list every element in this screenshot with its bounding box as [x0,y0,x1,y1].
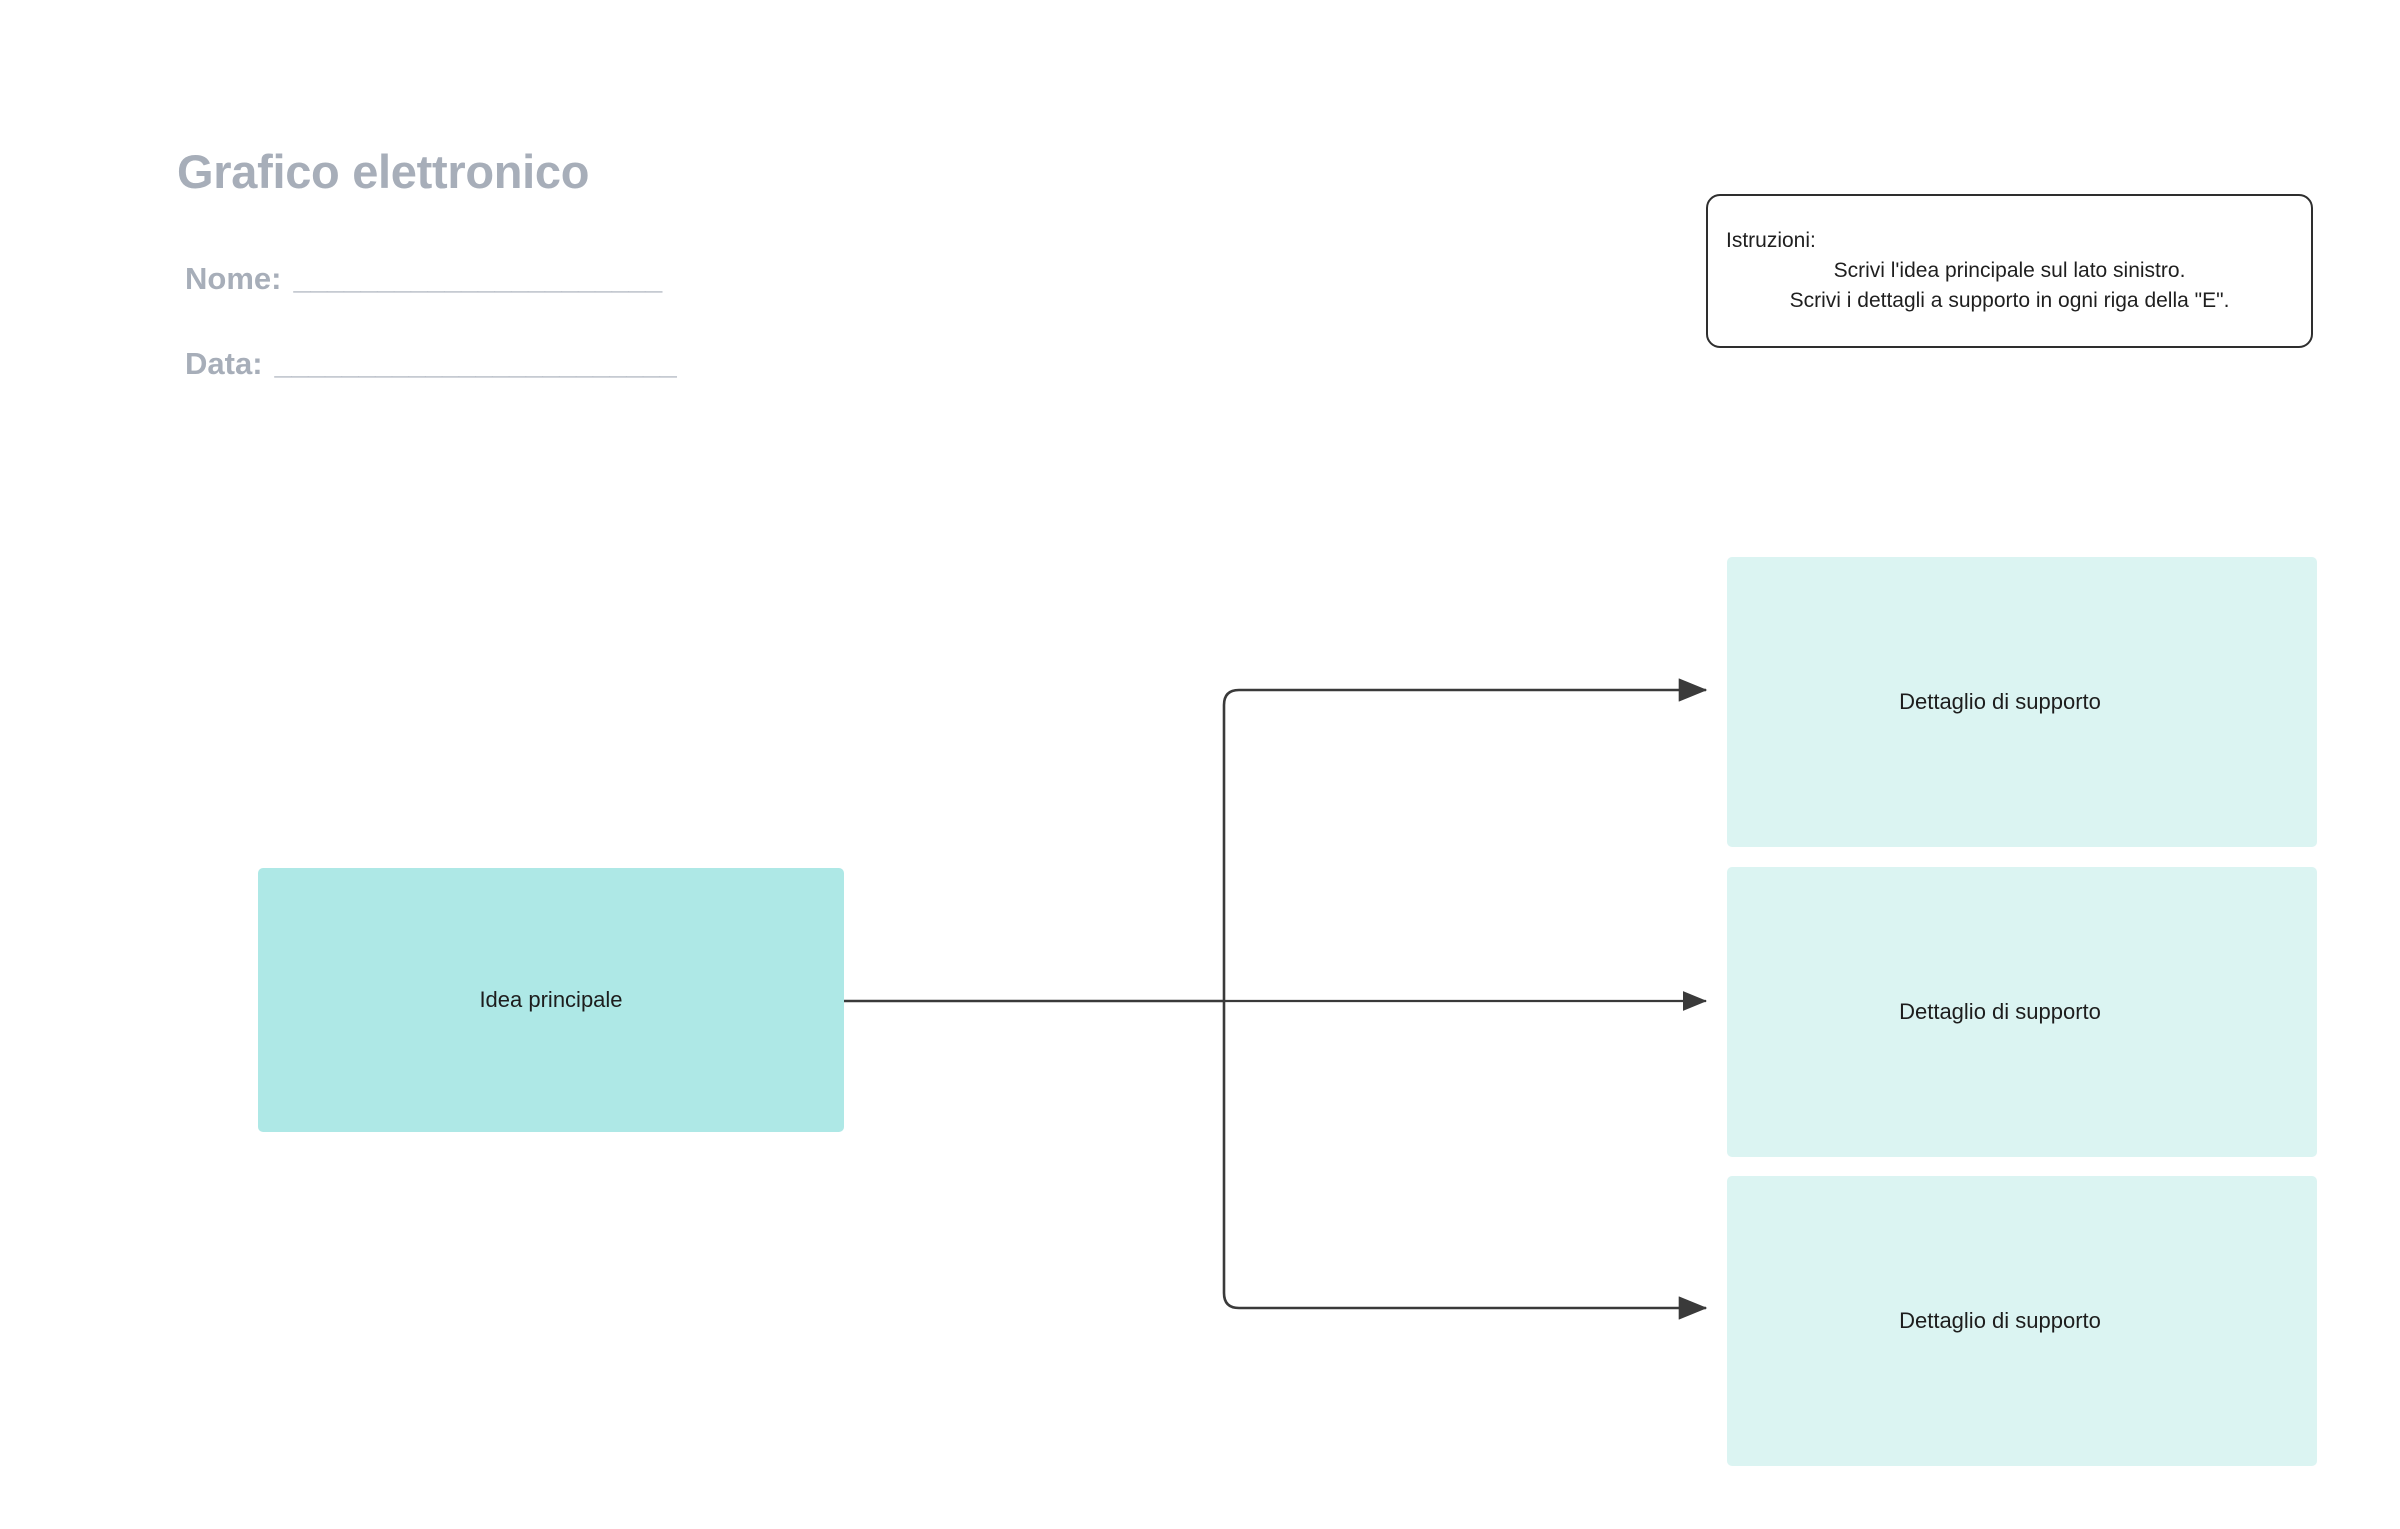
detail-node-1-label: Dettaglio di supporto [1899,689,2101,714]
main-idea-node[interactable]: Idea principale [258,868,844,1132]
instructions-line-2: Scrivi i dettagli a supporto in ogni rig… [1789,288,2230,312]
connector-to-detail-3 [1222,1001,1708,1320]
detail-node-3[interactable]: Dettaglio di supporto [1727,1176,2317,1466]
name-field-label: Nome: [185,261,282,296]
date-field-label: Data: [185,346,263,381]
instructions-line-1: Scrivi l'idea principale sul lato sinist… [1833,259,2186,283]
date-field-row: Data: ________________________ [185,346,677,382]
detail-node-1[interactable]: Dettaglio di supporto [1727,557,2317,847]
page-title: Grafico elettronico [177,145,590,198]
main-idea-label: Idea principale [479,987,623,1012]
instructions-box: Istruzioni: Scrivi l'idea principale sul… [1706,194,2313,348]
detail-node-2-label: Dettaglio di supporto [1899,999,2101,1024]
name-field-row: Nome: ______________________ [185,261,662,297]
instructions-heading: Istruzioni: [1726,229,1816,253]
detail-node-3-label: Dettaglio di supporto [1899,1308,2101,1333]
detail-node-2[interactable]: Dettaglio di supporto [1727,867,2317,1157]
instructions-text: Istruzioni: Scrivi l'idea principale sul… [1726,226,2293,315]
connector-to-detail-1 [1222,678,1708,1001]
date-field-blank[interactable]: ________________________ [274,346,677,381]
name-field-blank[interactable]: ______________________ [293,261,662,296]
